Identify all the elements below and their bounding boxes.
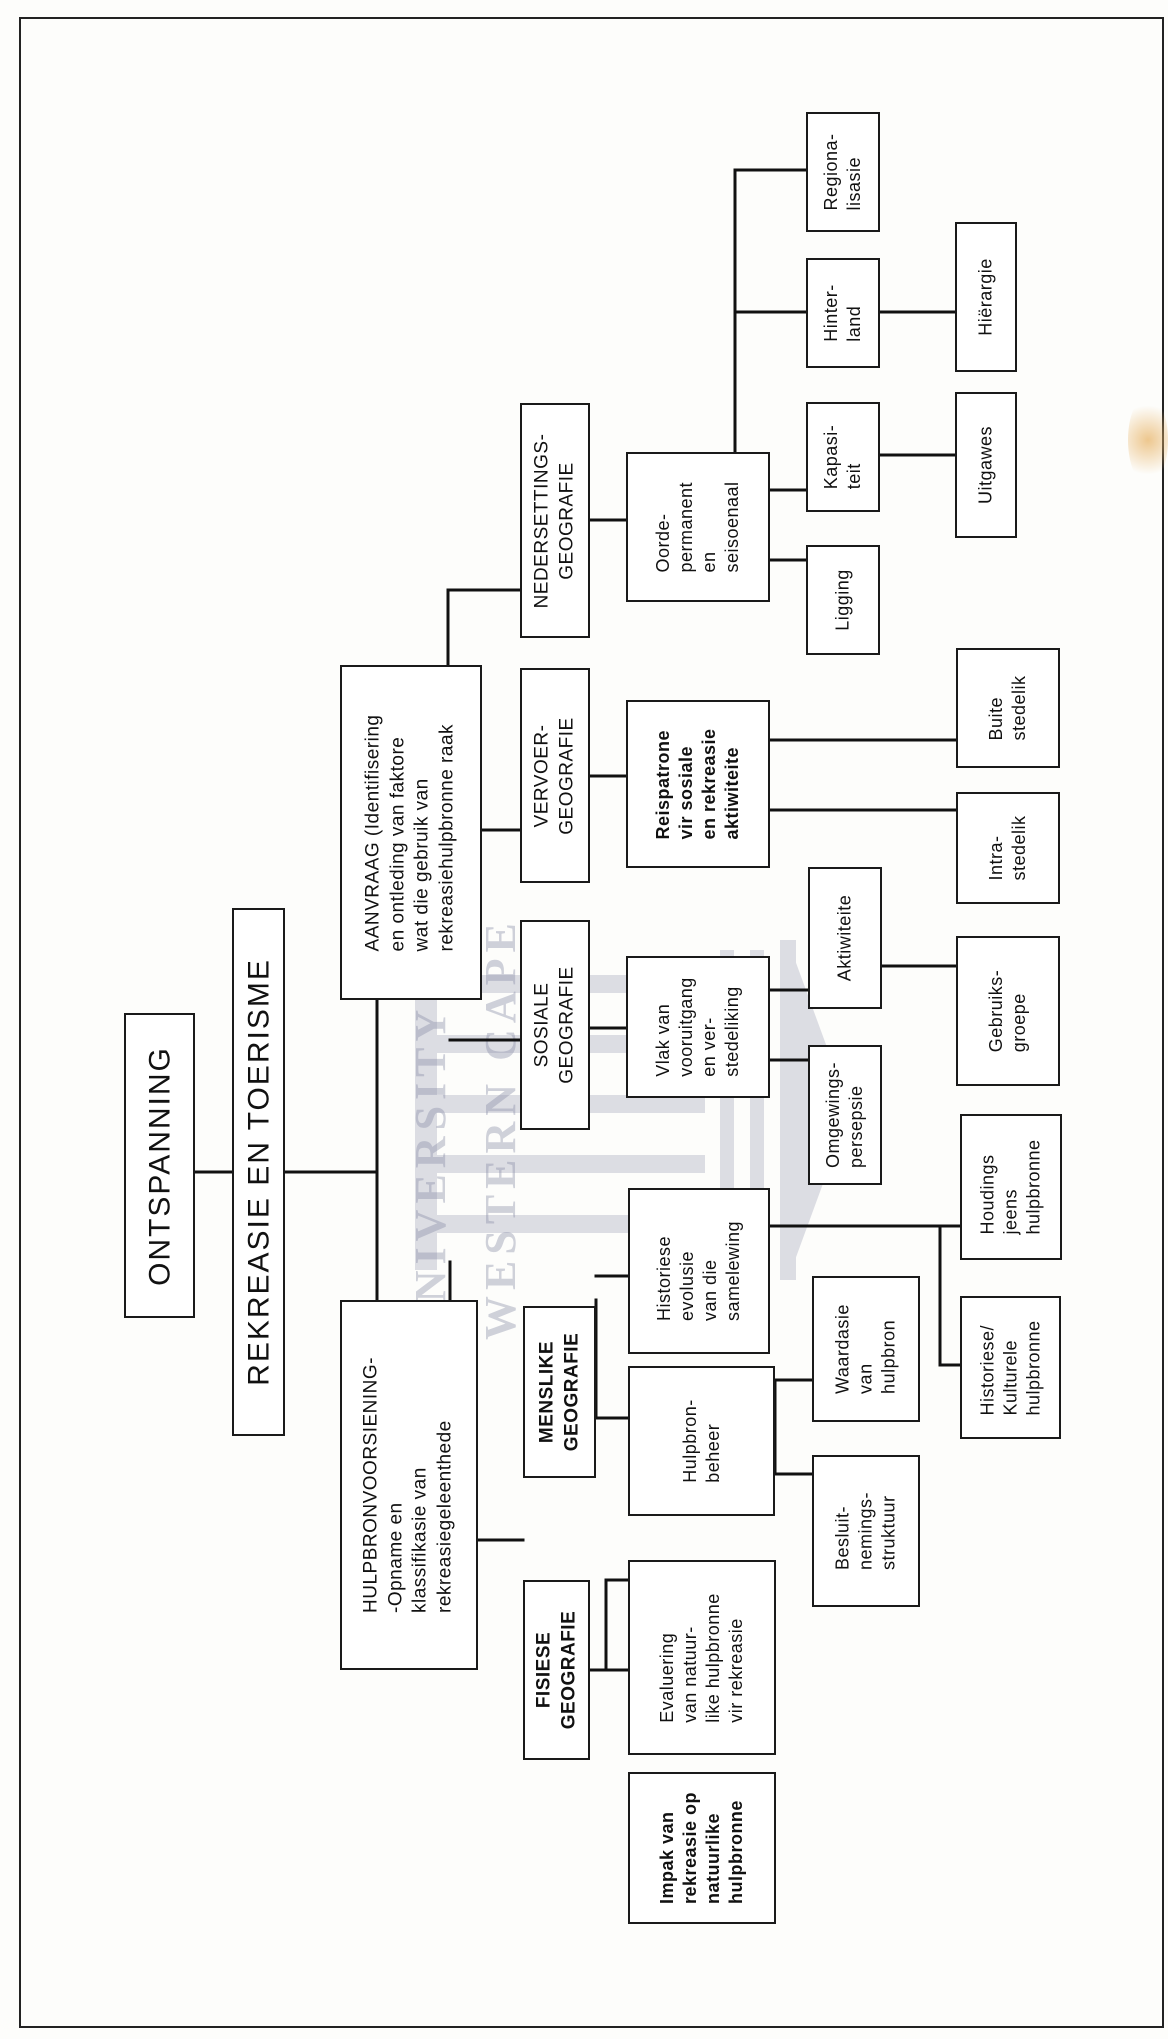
physical-item-impact-label: Impak van rekreasie op natuurlike hulpbr…	[656, 1791, 747, 1905]
history-box: Historiese evolusie van die samelewing	[628, 1188, 770, 1354]
hierarchy-box: Hiërargie	[955, 222, 1017, 372]
regionalisation-box: Regiona- lisasie	[806, 112, 880, 232]
location-label: Ligging	[832, 569, 853, 631]
page-frame	[19, 17, 1164, 2028]
attitudes-box: Houdings jeens hulpbronne	[960, 1114, 1062, 1260]
transport-geography-box: VERVOER- GEOGRAFIE	[520, 668, 590, 883]
hierarchy-label: Hiërargie	[975, 258, 996, 336]
supply-box: HULPBRONVOORSIENING- -Opname en klassifi…	[340, 1300, 478, 1670]
management-box: Hulpbron- beheer	[628, 1366, 775, 1516]
capacity-box: Kapasi- teit	[806, 402, 880, 512]
intra-urban-label: Intra- stedelik	[985, 815, 1029, 881]
activities-box: Aktiwiteite	[808, 867, 882, 1009]
user-groups-box: Gebruiks- groepe	[956, 936, 1060, 1086]
physical-item-evaluation: Evaluering van natuur- like hulpbronne v…	[628, 1560, 776, 1755]
expenditure-box: Uitgawes	[955, 392, 1017, 538]
root-label: ONTSPANNING	[142, 1045, 176, 1286]
social-geography-label: SOSIALE GEOGRAFIE	[531, 966, 577, 1084]
social-sub-box: Vlak van vooruitgang en ver- stedeliking	[626, 956, 770, 1098]
human-geography-box: MENSLIKE GEOGRAFIE	[523, 1306, 596, 1478]
theme-box: REKREASIE EN TOERISME	[232, 908, 285, 1436]
physical-geography-label: FISIESE GEOGRAFIE	[532, 1610, 579, 1730]
capacity-label: Kapasi- teit	[820, 424, 864, 490]
regionalisation-label: Regiona- lisasie	[820, 133, 864, 211]
transport-geography-label: VERVOER- GEOGRAFIE	[531, 716, 577, 835]
paper-stain	[1128, 395, 1168, 485]
extra-urban-label: Buite stedelik	[985, 675, 1029, 741]
physical-item-evaluation-label: Evaluering van natuur- like hulpbronne v…	[656, 1592, 747, 1723]
user-groups-label: Gebruiks- groepe	[985, 969, 1029, 1053]
hinterland-label: Hinter- land	[820, 284, 864, 342]
decision-structure-label: Besluit- nemings- struktuur	[832, 1491, 899, 1571]
physical-geography-box: FISIESE GEOGRAFIE	[523, 1580, 590, 1760]
social-geography-box: SOSIALE GEOGRAFIE	[520, 920, 590, 1130]
hinterland-box: Hinter- land	[806, 258, 880, 368]
management-label: Hulpbron- beheer	[679, 1399, 723, 1483]
perception-box: Omgewings- persepsie	[808, 1045, 882, 1185]
valuation-box: Waardasie van hulpbron	[812, 1276, 920, 1422]
settlement-sub-box: Oorde- permanent en seisoenaal	[626, 452, 770, 602]
decision-structure-box: Besluit- nemings- struktuur	[812, 1455, 920, 1607]
cultural-resources-box: Historiese/ Kulturele hulpbronne	[960, 1296, 1061, 1439]
history-label: Historiese evolusie van die samelewing	[653, 1220, 744, 1322]
transport-sub-box: Reispatrone vir sosiale en rekreasie akt…	[626, 700, 770, 868]
activities-label: Aktiwiteite	[834, 894, 855, 982]
location-box: Ligging	[806, 545, 880, 655]
cultural-resources-label: Historiese/ Kulturele hulpbronne	[976, 1319, 1044, 1416]
valuation-label: Waardasie van hulpbron	[832, 1304, 899, 1394]
perception-label: Omgewings- persepsie	[822, 1061, 866, 1169]
settlement-sub-label: Oorde- permanent en seisoenaal	[652, 481, 743, 573]
settlement-geography-label: NEDERSETTINGS- GEOGRAFIE	[531, 433, 577, 608]
demand-box: AANVRAAG (Identifisering en ontleding va…	[340, 665, 482, 1000]
transport-sub-label: Reispatrone vir sosiale en rekreasie akt…	[652, 728, 743, 840]
human-geography-label: MENSLIKE GEOGRAFIE	[535, 1332, 582, 1452]
theme-label: REKREASIE EN TOERISME	[241, 958, 275, 1386]
intra-urban-box: Intra- stedelik	[956, 792, 1060, 904]
demand-label: AANVRAAG (Identifisering en ontleding va…	[362, 714, 458, 951]
physical-item-impact: Impak van rekreasie op natuurlike hulpbr…	[628, 1772, 776, 1924]
attitudes-label: Houdings jeens hulpbronne	[977, 1139, 1044, 1235]
expenditure-label: Uitgawes	[975, 425, 996, 505]
settlement-geography-box: NEDERSETTINGS- GEOGRAFIE	[520, 403, 590, 638]
social-sub-label: Vlak van vooruitgang en ver- stedeliking	[652, 977, 743, 1077]
root-box: ONTSPANNING	[124, 1013, 195, 1318]
supply-label: HULPBRONVOORSIENING- -Opname en klassifi…	[360, 1357, 456, 1613]
extra-urban-box: Buite stedelik	[956, 648, 1060, 768]
